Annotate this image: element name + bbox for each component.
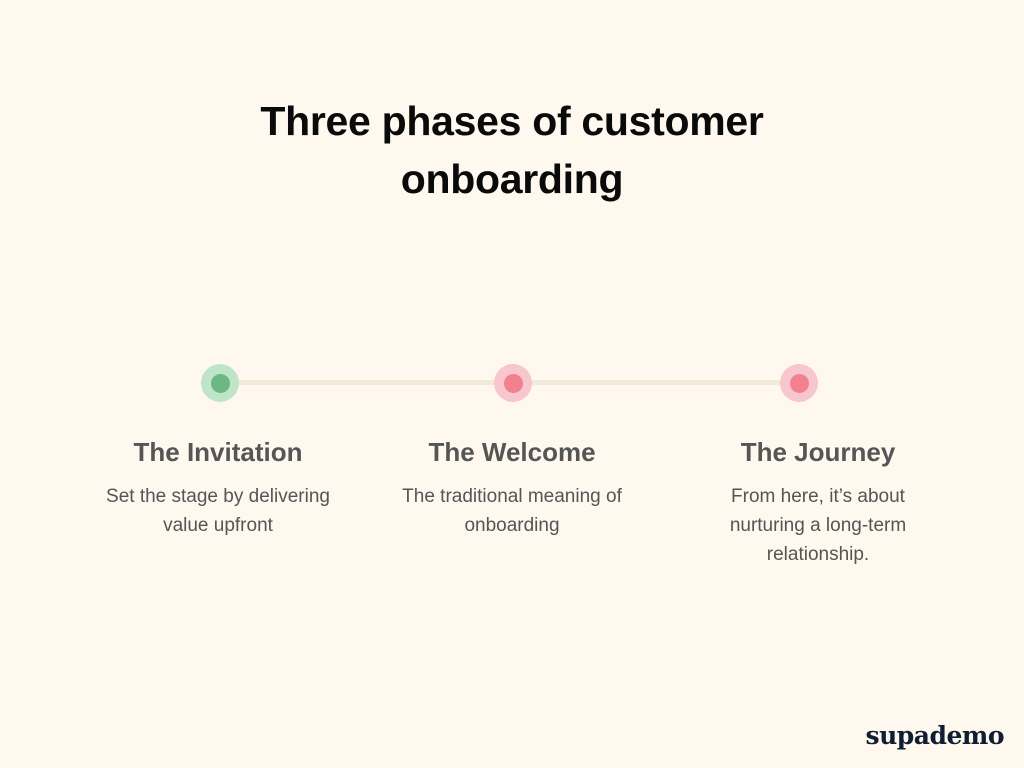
phase-marker-dot	[503, 373, 523, 393]
phase-description: Set the stage by delivering value upfron…	[106, 486, 330, 536]
phase-title: The Welcome	[428, 437, 596, 467]
phase-marker-invitation	[201, 364, 239, 402]
phase-title: The Invitation	[133, 437, 303, 467]
supademo-logo: supademo	[865, 721, 1005, 750]
phase-marker-welcome	[494, 364, 532, 402]
phase-marker-dot	[789, 373, 809, 393]
phase-description: From here, it’s about nurturing a long-t…	[729, 486, 907, 565]
phase-welcome: The Welcome The traditional meaning of o…	[372, 434, 652, 540]
phase-invitation: The Invitation Set the stage by deliveri…	[78, 434, 358, 540]
phase-journey: The Journey From here, it’s about nurtur…	[678, 434, 958, 569]
phase-description: The traditional meaning of onboarding	[402, 486, 622, 536]
phase-marker-journey	[780, 364, 818, 402]
phase-title: The Journey	[740, 437, 896, 467]
phase-marker-dot	[210, 373, 230, 393]
page-title: Three phases of customer onboarding	[260, 98, 764, 202]
